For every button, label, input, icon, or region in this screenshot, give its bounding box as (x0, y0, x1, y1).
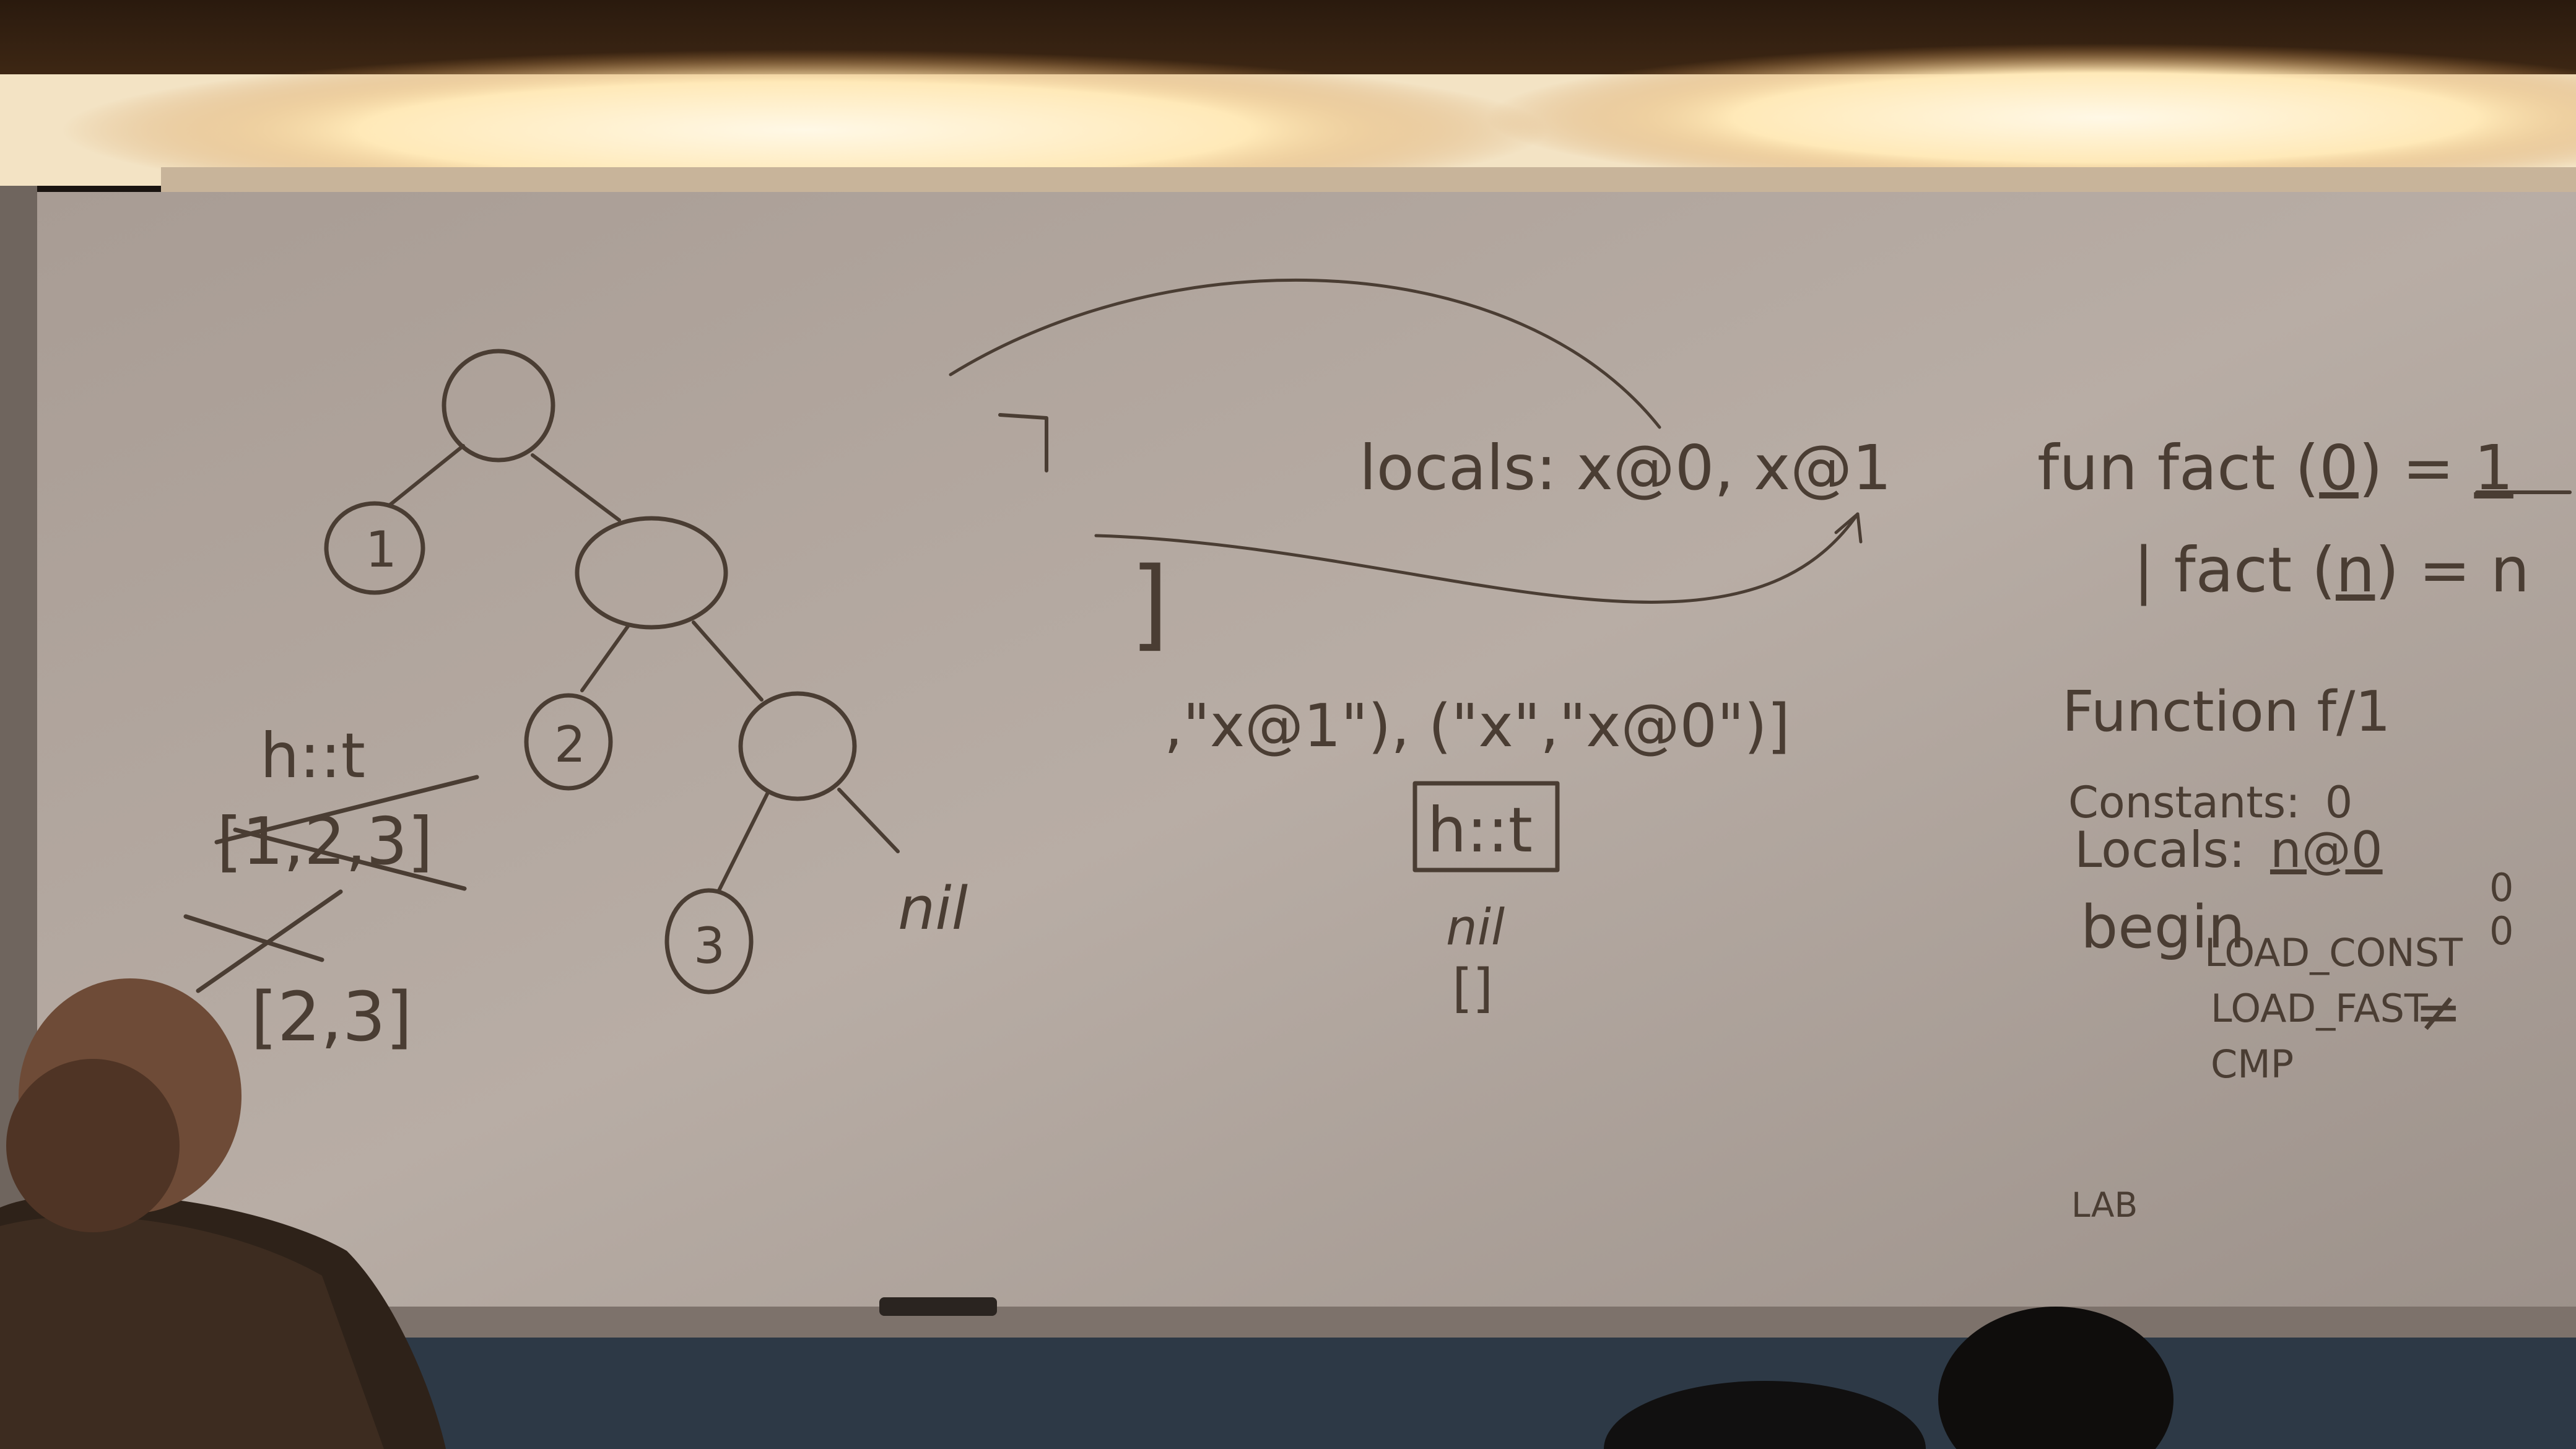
tree-drawing: 1 2 3 nil (324, 349, 968, 994)
constants-line: Constants:0 (2068, 777, 2352, 828)
person-shoulder-shirt (0, 1216, 384, 1449)
instruction-arg: 0 (2489, 908, 2513, 954)
tree-inner-node-2 (738, 691, 857, 801)
instruction-op: CMP (2211, 1042, 2294, 1087)
arrow-head (1856, 512, 1863, 544)
arrow-curve (1094, 512, 1860, 604)
boxed-h-t (1412, 781, 1560, 872)
tree-inner-node (575, 516, 728, 630)
scribble: LAB (2071, 1185, 2138, 1225)
instruction-op: LOAD_CONST (2204, 930, 2463, 975)
audience-head (1938, 1307, 2174, 1449)
whiteboard (19, 192, 2576, 1325)
tree-edge (716, 791, 770, 894)
tree-edge (388, 444, 465, 507)
tree-nil-label: nil (898, 875, 968, 943)
light-glow-right (1486, 43, 2576, 192)
tree-root-node (442, 349, 555, 463)
bytecode-instructions: LOAD_CONST 0 LOAD_FAST 0 CMP ≠ (2204, 865, 2513, 1087)
arrow-head (1834, 512, 1860, 534)
fun-fact-line-1: fun fact (0) = 1 (2037, 432, 2513, 504)
strike-line (214, 775, 479, 845)
list-notes: h::t [1,2,3] [2,3] (183, 720, 479, 1056)
nil-label: nil (1446, 899, 1505, 956)
locals-line: locals: x@0, x@1 (1359, 432, 1892, 504)
tree-node-1-label: 1 (365, 521, 397, 578)
tree-edge (837, 788, 900, 853)
begin-label: begin (2081, 894, 2245, 962)
middle-notes: ] locals: x@0, x@1 ,"x@1"), ("x","x@0")]… (949, 278, 1892, 1019)
bracket-fragment: ] (1130, 546, 1168, 661)
tuple-line: ,"x@1"), ("x","x@0")] (1164, 692, 1790, 760)
remaining-list: [2,3] (251, 977, 412, 1056)
tree-node-3 (664, 888, 754, 994)
instruction-op: LOAD_FAST (2211, 986, 2429, 1031)
tree-node-2 (524, 693, 613, 791)
instruction-arg: 0 (2489, 865, 2513, 910)
cross-mark (183, 914, 324, 962)
tree-edge (531, 453, 621, 522)
person-silhouette (0, 978, 446, 1449)
boxed-h-t-label: h::t (1427, 794, 1533, 866)
tree-edge (692, 620, 764, 702)
audience-head (1604, 1381, 1926, 1449)
strike-line (233, 827, 467, 891)
tree-node-3-label: 3 (694, 917, 725, 975)
bracket-fragment-top (998, 413, 1048, 472)
fun-fact-line-2: | fact (n) = n (2133, 534, 2530, 606)
tree-edge (580, 624, 630, 692)
instruction-arg: ≠ (2415, 980, 2461, 1045)
tree-node-1 (324, 501, 425, 595)
empty-list: [] (1452, 958, 1493, 1019)
marker-on-tray (879, 1297, 997, 1316)
cross-mark (196, 889, 343, 993)
person-head-shadow (6, 1059, 180, 1232)
function-header: Function f/1 (2062, 679, 2391, 744)
locals-decl-line: Locals:n@0 (2074, 821, 2383, 879)
right-code-notes: fun fact (0) = 1 | fact (n) = n Function… (2037, 432, 2572, 1225)
pattern-h-t: h::t (260, 720, 365, 792)
tree-node-2-label: 2 (554, 716, 586, 773)
arc-curve (949, 278, 1661, 429)
